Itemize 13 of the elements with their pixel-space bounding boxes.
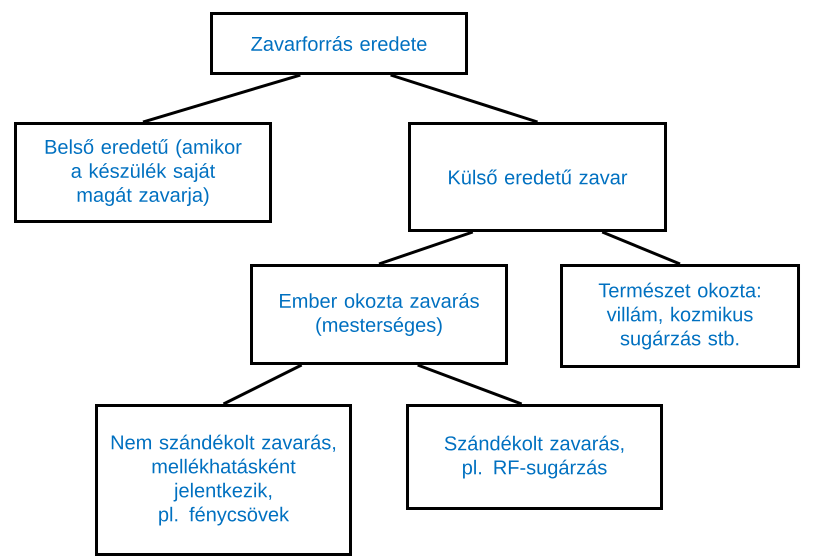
text-box: Külső eredetű zavar xyxy=(408,122,667,232)
connector-line xyxy=(390,74,538,124)
connector-line xyxy=(222,364,302,406)
connector-line xyxy=(378,230,474,266)
text-box: Nem szándékolt zavarás, mellékhatásként jelentkezik, pl. fénycsövek xyxy=(95,404,352,556)
connector-line xyxy=(417,364,522,406)
text-box: Ember okozta zavarás (mesterséges) xyxy=(250,264,508,365)
text-box: Belső eredetű (amikor a készülék saját magát zavarja) xyxy=(14,122,272,223)
text-box: Zavarforrás eredete xyxy=(210,12,468,75)
text-box: Szándékolt zavarás, pl. RF-sugárzás xyxy=(406,404,663,510)
connector-line xyxy=(602,230,681,266)
text-box: Természet okozta: villám, kozmikus sugárzás stb. xyxy=(560,264,800,368)
connector-line xyxy=(142,74,301,124)
